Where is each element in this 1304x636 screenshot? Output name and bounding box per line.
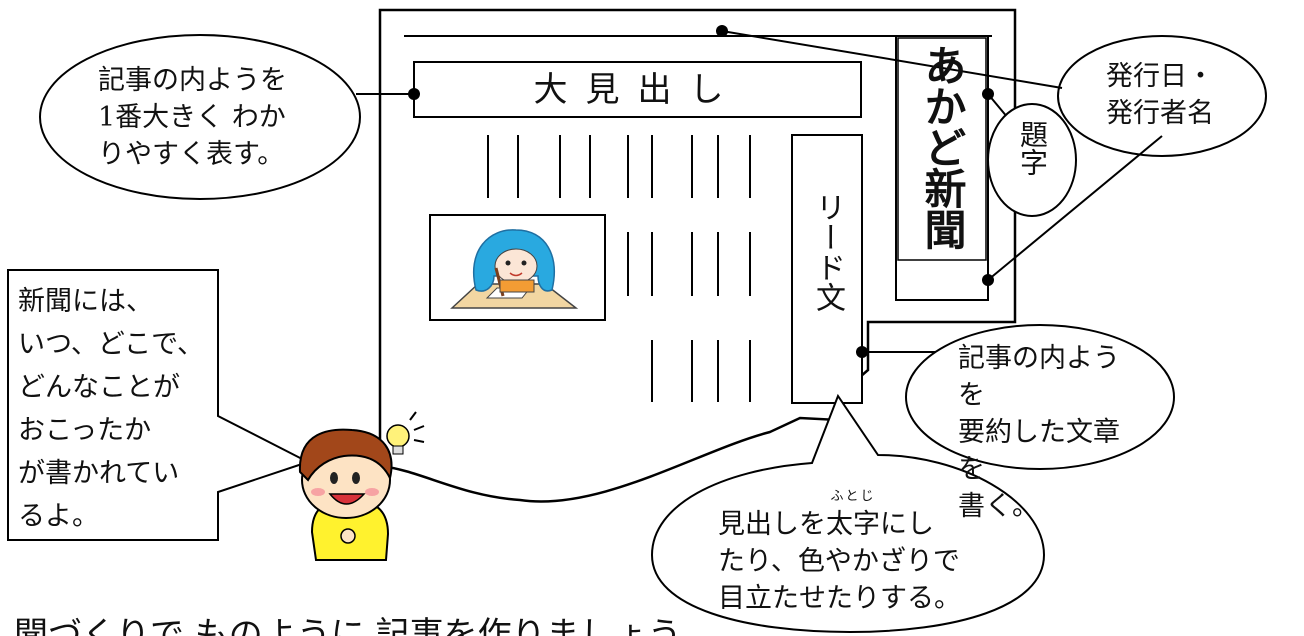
title-label-text: 題字 bbox=[1016, 120, 1049, 176]
article-text-lines bbox=[487, 135, 751, 402]
boy-speech-text: 新聞には、 いつ、どこで、 どんなことが おこったか が書かれてい るよ。 bbox=[18, 286, 205, 532]
lightbulb-icon bbox=[386, 411, 425, 455]
boy-speech-box bbox=[7, 269, 311, 541]
lead-box-label: リード文 bbox=[810, 192, 845, 312]
date-publisher-bubble bbox=[1057, 35, 1267, 157]
bold-callout-bubble bbox=[650, 393, 1046, 634]
date-publisher-text: 発行日・ 発行者名 bbox=[1106, 61, 1214, 129]
newspaper-title: あかど新聞 bbox=[918, 44, 967, 249]
bold-callout-text: 見出しを太字ふとじにし たり、色やかざりで 目立たせたりする。 bbox=[718, 489, 961, 615]
bottom-instruction-text: 聞づくりで ものように 記事を作りましょう bbox=[14, 615, 682, 636]
headline-box-border bbox=[413, 61, 862, 118]
lead-callout-bubble bbox=[905, 324, 1175, 470]
lead-callout-text: 記事の内ようを 要約した文章を 書く。 bbox=[958, 343, 1120, 522]
headline-callout-bubble bbox=[39, 34, 361, 200]
lead-box-border bbox=[791, 134, 863, 404]
title-label-bubble bbox=[987, 103, 1077, 217]
boy-character bbox=[298, 428, 393, 561]
photo-illustration bbox=[429, 214, 606, 321]
headline-box-label: 大見出し bbox=[533, 70, 742, 110]
title-column-inner bbox=[897, 37, 987, 261]
headline-callout-text: 記事の内ようを 1番大きく わか りやすく表す。 bbox=[98, 65, 287, 170]
